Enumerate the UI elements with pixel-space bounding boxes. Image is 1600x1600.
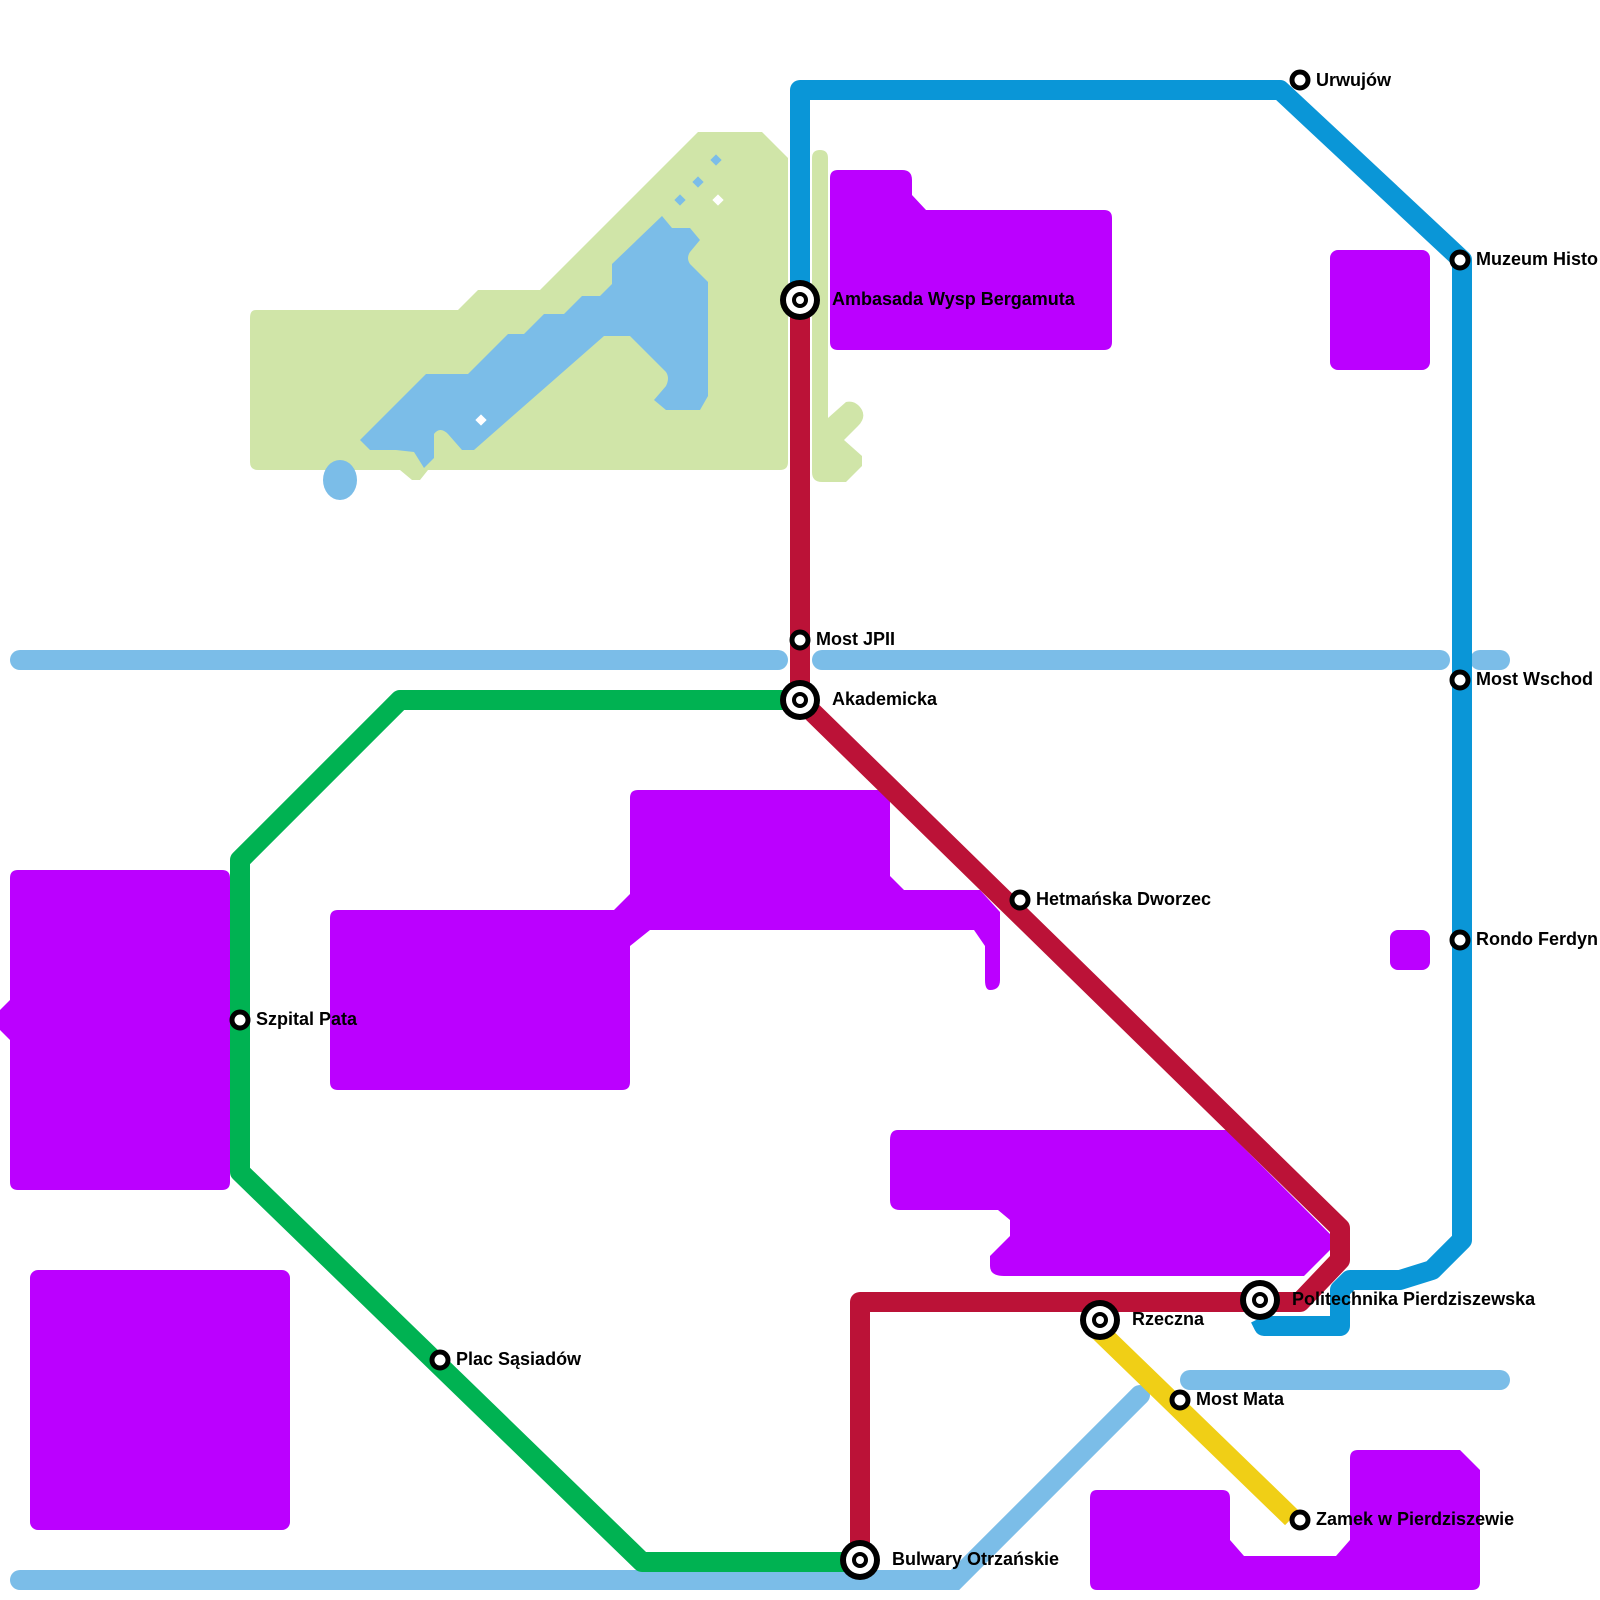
station-stop[interactable]: Muzeum Histo bbox=[1449, 249, 1598, 271]
lake bbox=[360, 216, 708, 468]
building bbox=[30, 1270, 290, 1530]
station-stop[interactable]: Plac Sąsiadów bbox=[429, 1349, 582, 1371]
station-label: Szpital Pata bbox=[256, 1009, 358, 1029]
river-lower bbox=[10, 1385, 1150, 1590]
station-stop-icon bbox=[1449, 669, 1471, 691]
pond bbox=[323, 460, 357, 500]
island-dot bbox=[712, 194, 724, 206]
building bbox=[330, 790, 1000, 1090]
station-stop[interactable]: Most Mata bbox=[1169, 1389, 1285, 1411]
station-label: Most Mata bbox=[1196, 1389, 1285, 1409]
station-label: Urwujów bbox=[1316, 70, 1392, 90]
station-interchange[interactable]: Ambasada Wysp Bergamuta bbox=[780, 280, 1076, 320]
station-stop-icon bbox=[1289, 69, 1311, 91]
station-stop[interactable]: Hetmańska Dworzec bbox=[1009, 889, 1211, 911]
interchange-center bbox=[1096, 1316, 1104, 1324]
station-label: Politechnika Pierdziszewska bbox=[1292, 1289, 1536, 1309]
park-strip bbox=[812, 150, 864, 482]
station-stop-icon bbox=[1449, 249, 1471, 271]
interchange-center bbox=[796, 296, 804, 304]
rivers bbox=[10, 650, 1510, 1590]
park-area bbox=[250, 132, 864, 482]
building bbox=[1390, 930, 1430, 970]
interchange-center bbox=[1256, 1296, 1264, 1304]
interchange-center bbox=[856, 1556, 864, 1564]
station-stop-icon bbox=[1449, 929, 1471, 951]
building bbox=[830, 170, 1112, 350]
station-stop[interactable]: Szpital Pata bbox=[229, 1009, 358, 1031]
station-stop-icon bbox=[789, 629, 811, 651]
station-stop[interactable]: Zamek w Pierdziszewie bbox=[1289, 1509, 1514, 1531]
station-label: Most Wschod bbox=[1476, 669, 1593, 689]
station-label: Rzeczna bbox=[1132, 1309, 1205, 1329]
building bbox=[1330, 250, 1430, 370]
station-interchange[interactable]: Akademicka bbox=[780, 680, 938, 720]
line-yellow bbox=[1093, 1324, 1299, 1526]
station-label: Zamek w Pierdziszewie bbox=[1316, 1509, 1514, 1529]
water-dot bbox=[692, 176, 704, 188]
station-interchange[interactable]: Rzeczna bbox=[1080, 1300, 1205, 1340]
building bbox=[1090, 1450, 1480, 1590]
water-bodies bbox=[323, 154, 722, 500]
station-interchange[interactable]: Politechnika Pierdziszewska bbox=[1240, 1280, 1536, 1320]
station-label: Plac Sąsiadów bbox=[456, 1349, 582, 1369]
building bbox=[0, 870, 230, 1190]
station-label: Hetmańska Dworzec bbox=[1036, 889, 1211, 909]
island-dot bbox=[475, 414, 487, 426]
station-interchange[interactable]: Bulwary Otrzańskie bbox=[840, 1540, 1059, 1580]
interchange-center bbox=[796, 696, 804, 704]
station-label: Rondo Ferdyn bbox=[1476, 929, 1598, 949]
station-stop-icon bbox=[1289, 1509, 1311, 1531]
station-label: Bulwary Otrzańskie bbox=[892, 1549, 1059, 1569]
park-main bbox=[250, 132, 788, 480]
station-stop[interactable]: Most Wschod bbox=[1449, 669, 1593, 691]
station-stop-icon bbox=[1169, 1389, 1191, 1411]
building bbox=[890, 1130, 1330, 1276]
island-dots bbox=[475, 194, 724, 426]
station-label: Ambasada Wysp Bergamuta bbox=[832, 289, 1076, 309]
water-dot bbox=[710, 154, 722, 166]
station-label: Akademicka bbox=[832, 689, 938, 709]
station-stop[interactable]: Most JPII bbox=[789, 629, 895, 651]
station-stop-icon bbox=[1009, 889, 1031, 911]
line-blue bbox=[790, 80, 1472, 1336]
station-stop[interactable]: Urwujów bbox=[1289, 69, 1392, 91]
station-label: Muzeum Histo bbox=[1476, 249, 1598, 269]
water-dot bbox=[674, 194, 686, 206]
station-stop[interactable]: Rondo Ferdyn bbox=[1449, 929, 1598, 951]
station-stop-icon bbox=[429, 1349, 451, 1371]
buildings bbox=[0, 170, 1480, 1590]
station-stop-icon bbox=[229, 1009, 251, 1031]
station-label: Most JPII bbox=[816, 629, 895, 649]
